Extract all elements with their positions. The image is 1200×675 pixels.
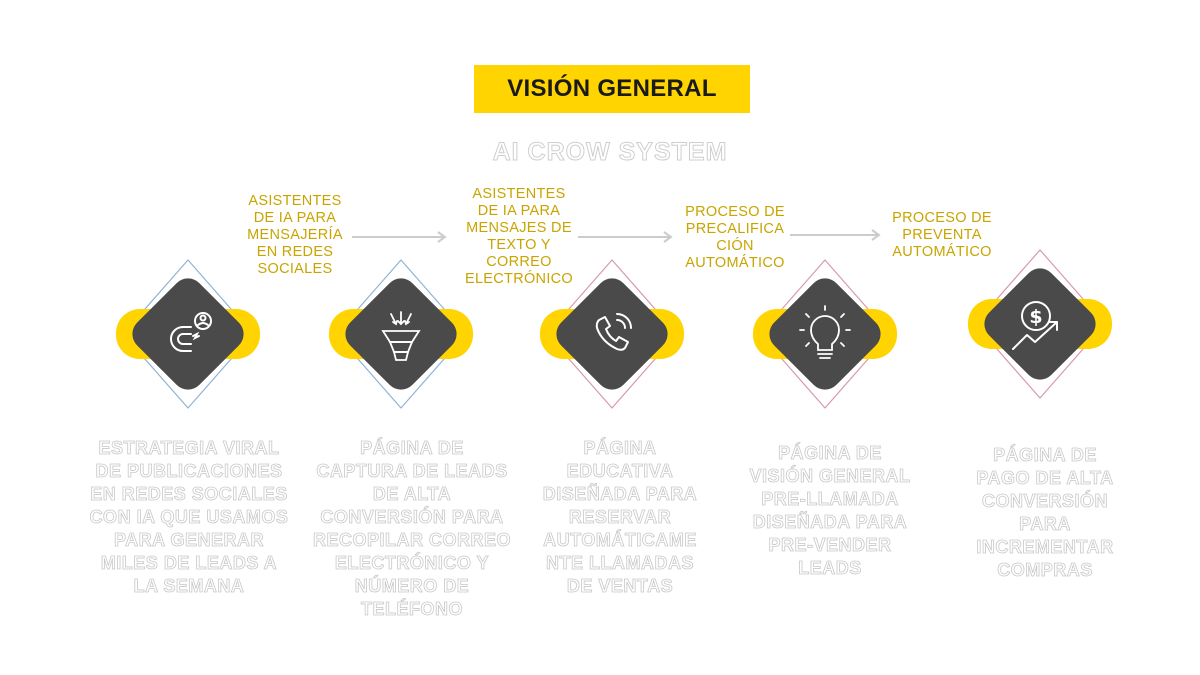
- step-label-1: ASISTENTES DE IA PARA MENSAJERÍA EN REDE…: [247, 193, 343, 277]
- stage-5-description: PÁGINA DE PAGO DE ALTA CONVERSIÓN PARA I…: [976, 445, 1114, 581]
- stage-1-badge: [116, 259, 260, 409]
- phone-icon: [595, 313, 632, 351]
- stage-1-description: ESTRATEGIA VIRAL DE PUBLICACIONES EN RED…: [89, 438, 289, 597]
- step-label-2: ASISTENTES DE IA PARA MENSAJES DE TEXTO …: [464, 186, 574, 287]
- stage-3-badge: [540, 259, 684, 409]
- step-label-3: PROCESO DE PRECALIFICA CIÓN AUTOMÁTICO: [685, 204, 785, 271]
- stage-3-description: PÁGINA EDUCATIVA DISEÑADA PARA RESERVAR …: [542, 438, 698, 597]
- title-box: VISIÓN GENERAL: [474, 65, 750, 113]
- stage-4-description: PÁGINA DE VISIÓN GENERAL PRE-LLAMADA DIS…: [749, 443, 911, 579]
- stage-2-badge: [329, 259, 473, 409]
- page-title: VISIÓN GENERAL: [507, 75, 717, 102]
- arrow-3: [790, 229, 881, 241]
- stage-2-description: PÁGINA DE CAPTURA DE LEADS DE ALTA CONVE…: [312, 438, 511, 620]
- lightbulb-icon: [799, 305, 851, 359]
- money-growth-icon: $: [1012, 301, 1058, 350]
- page-subtitle: AI CROW SYSTEM: [492, 138, 728, 167]
- arrow-2: [578, 231, 673, 243]
- arrow-1: [352, 231, 447, 243]
- stage-4-badge: [753, 259, 897, 409]
- svg-text:$: $: [1029, 306, 1042, 328]
- stage-5-badge: $: [968, 249, 1112, 399]
- step-label-4: PROCESO DE PREVENTA AUTOMÁTICO: [892, 210, 992, 260]
- funnel-icon: [381, 311, 421, 361]
- magnet-icon: [170, 312, 212, 352]
